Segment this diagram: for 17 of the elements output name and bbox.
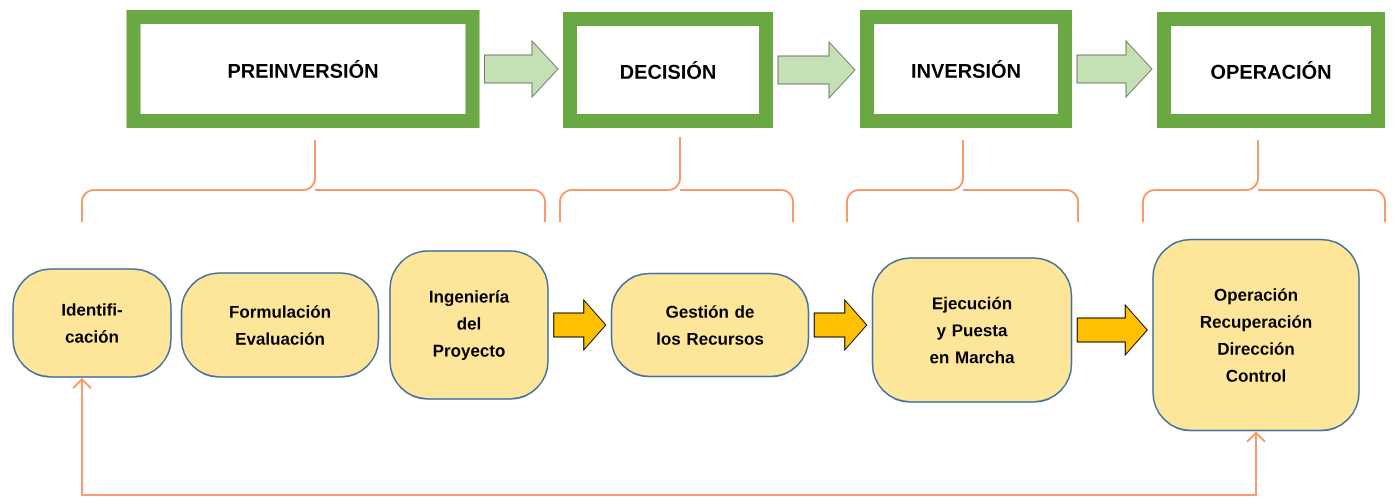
block-arrow bbox=[777, 41, 856, 99]
phase-box: DECISIÓN bbox=[563, 12, 773, 128]
block-arrow bbox=[1076, 304, 1148, 356]
process-box: Formulación Evaluación bbox=[180, 272, 380, 378]
process-box: Gestión de los Recursos bbox=[610, 272, 810, 378]
process-box: Identifi- cación bbox=[12, 268, 172, 378]
phase-box: PREINVERSIÓN bbox=[126, 10, 480, 128]
process-box: Operación Recuperación Dirección Control bbox=[1152, 238, 1360, 432]
arrow bbox=[72, 377, 1266, 496]
block-arrow bbox=[484, 40, 559, 98]
phase-box: OPERACIÓN bbox=[1157, 12, 1385, 128]
block-arrow bbox=[813, 299, 868, 351]
block-arrow bbox=[553, 299, 607, 351]
block-arrow bbox=[1076, 40, 1153, 98]
phase-box: INVERSIÓN bbox=[860, 10, 1072, 128]
process-box: Ingeniería del Proyecto bbox=[389, 250, 549, 400]
process-box: Ejecución y Puesta en Marcha bbox=[871, 257, 1073, 403]
